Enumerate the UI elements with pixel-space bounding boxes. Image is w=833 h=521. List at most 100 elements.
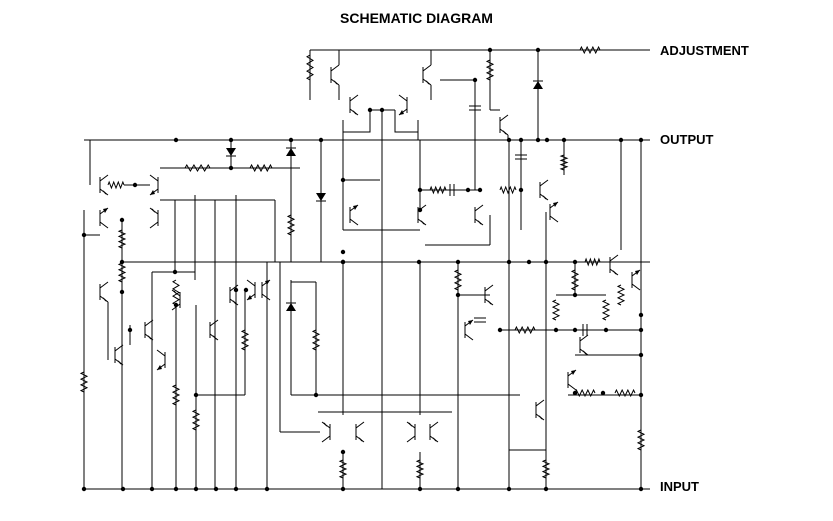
transistor-arrow	[103, 190, 108, 195]
resistor	[117, 229, 127, 249]
junction-dot	[367, 107, 373, 113]
transistor	[631, 269, 641, 291]
junction-dot	[313, 392, 319, 398]
transistor-arrow	[359, 437, 364, 442]
transistor-arrow	[322, 422, 327, 427]
resistor	[584, 257, 601, 267]
transistor	[99, 281, 109, 303]
resistor	[306, 54, 314, 81]
transistor	[398, 94, 408, 116]
transistor	[229, 284, 239, 306]
junction-dot	[228, 165, 234, 171]
transistor	[499, 114, 509, 136]
transistor	[355, 421, 365, 443]
transistor-arrow	[613, 270, 618, 275]
resistor	[579, 45, 601, 55]
transistor	[422, 64, 432, 86]
transistor	[429, 421, 439, 443]
transistor-emitter	[149, 221, 159, 229]
transistor-arrow	[583, 350, 588, 355]
transistor	[330, 64, 340, 86]
capacitor	[469, 105, 481, 111]
transistor-arrow	[334, 80, 339, 85]
transistor-arrow	[503, 130, 508, 135]
resistor	[514, 325, 536, 335]
wire	[342, 110, 371, 133]
transistor-arrow	[353, 205, 358, 210]
junction-dot	[243, 287, 249, 293]
diode-body	[286, 303, 296, 311]
diode	[533, 80, 543, 89]
transistor-arrow	[353, 110, 358, 115]
resistor	[338, 459, 348, 479]
transistor	[149, 174, 159, 196]
transistor	[484, 284, 494, 306]
junction-dot	[172, 269, 178, 275]
diode-body	[226, 148, 236, 156]
transistor-arrow	[468, 320, 473, 325]
junction-dot	[340, 449, 346, 455]
junction-dot	[233, 287, 239, 293]
junction-dot	[600, 390, 606, 396]
transistor-arrow	[157, 365, 162, 370]
junction-dot	[572, 292, 578, 298]
resistor	[249, 163, 273, 173]
junction-dot	[119, 259, 125, 265]
junction-dot	[340, 249, 346, 255]
resistor	[453, 269, 463, 291]
junction-dot	[127, 327, 133, 333]
transistor	[349, 204, 359, 226]
transistor	[156, 349, 166, 371]
transistor-arrow	[213, 335, 218, 340]
transistor-collector	[149, 174, 159, 182]
junction-dot	[173, 137, 179, 143]
junction-dot	[506, 259, 512, 265]
resistor	[415, 459, 425, 479]
resistor	[570, 269, 580, 291]
diode-body	[533, 81, 543, 89]
transistor-arrow	[172, 290, 177, 295]
junction-dot	[638, 312, 644, 318]
transistor	[209, 319, 219, 341]
transistor	[99, 207, 109, 229]
transistor-collector	[246, 279, 256, 287]
transistor-collector	[209, 319, 219, 327]
transistor-arrow	[118, 360, 123, 365]
resistor	[286, 214, 296, 236]
transistor-arrow	[103, 297, 108, 302]
transistor	[567, 369, 577, 391]
transistor-collector	[398, 94, 408, 102]
transistor	[246, 279, 256, 301]
diode	[286, 302, 296, 311]
diode	[226, 148, 236, 157]
wire	[394, 110, 419, 133]
transistor-collector	[499, 114, 509, 122]
resistor	[601, 299, 611, 321]
transistor	[114, 344, 124, 366]
resistor	[117, 262, 127, 283]
junction-dot	[572, 327, 578, 333]
resistor	[240, 329, 250, 351]
transistor-emitter	[406, 435, 416, 443]
transistor-collector	[539, 179, 549, 187]
transistor-emitter	[631, 283, 641, 291]
transistor	[349, 94, 359, 116]
transistor	[149, 207, 159, 229]
transistor	[99, 174, 109, 196]
transistor-collector	[579, 334, 589, 342]
transistor-collector	[484, 284, 494, 292]
resistor	[184, 164, 211, 172]
transistor-collector	[429, 421, 439, 429]
junction-dot	[526, 259, 532, 265]
pin-label-adjustment: ADJUSTMENT	[660, 43, 749, 58]
resistor	[191, 409, 201, 431]
transistor-arrow	[247, 295, 252, 300]
junction-dot	[119, 217, 125, 223]
junction-dot	[543, 259, 549, 265]
transistor-collector	[609, 254, 619, 262]
transistor-arrow	[407, 422, 412, 427]
transistor-arrow	[543, 195, 548, 200]
junction-dot	[416, 259, 422, 265]
transistor-arrow	[399, 110, 404, 115]
transistor	[474, 204, 484, 226]
